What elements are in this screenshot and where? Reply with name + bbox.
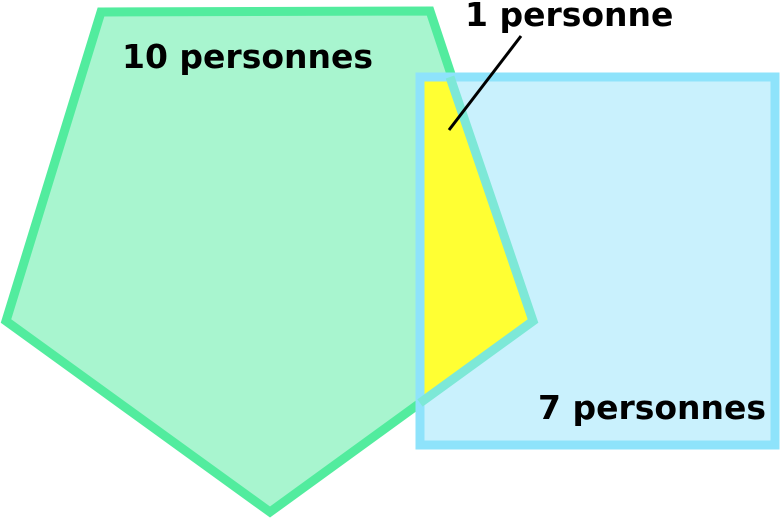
pentagon-edge-overlap — [417, 75, 539, 407]
leader-line — [447, 35, 523, 131]
pentagon-set — [0, 6, 539, 518]
square-label: 7 personnes — [538, 388, 766, 427]
intersection-region — [420, 77, 533, 403]
intersection-label: 1 personne — [465, 0, 673, 34]
pentagon-label: 10 personnes — [122, 37, 373, 76]
square-outline — [415, 72, 780, 450]
